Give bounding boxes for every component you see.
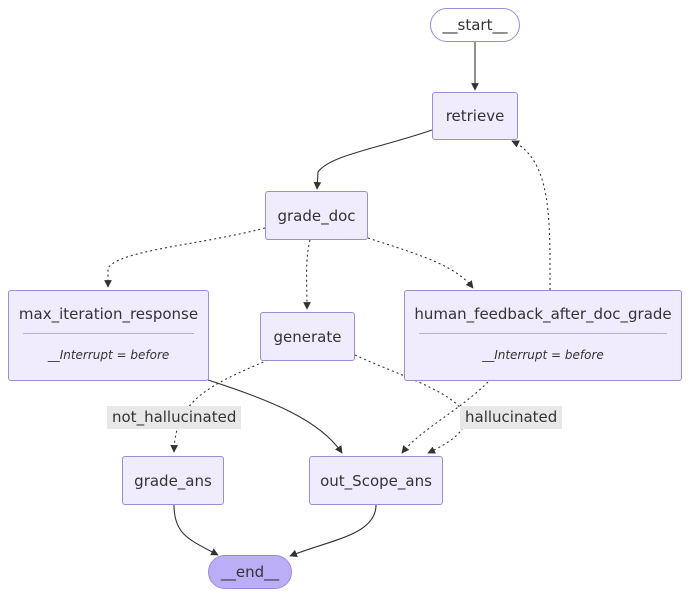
edge-grade-doc-max-iteration: [104, 227, 266, 288]
edge-human-feedback-retrieve: [511, 140, 551, 291]
edge-generate-grade-ans: [170, 359, 269, 453]
edge-label-not-hallucinated: not_hallucinated: [107, 406, 242, 429]
node-human-feedback-after-doc-grade[interactable]: human_feedback_after_doc_grade __Interru…: [404, 290, 682, 381]
node-max-iteration-response-divider: [23, 333, 194, 334]
node-retrieve-label: retrieve: [445, 107, 505, 125]
node-max-iteration-response[interactable]: max_iteration_response __Interrupt = bef…: [8, 290, 209, 381]
edge-generate-out-scope: [354, 354, 466, 454]
edge-grade-doc-generate: [303, 239, 311, 310]
node-out-scope-ans[interactable]: out_Scope_ans: [309, 456, 443, 505]
node-max-iteration-response-note: __Interrupt = before: [47, 348, 170, 362]
edge-human-feedback-out-scope: [401, 381, 489, 454]
node-max-iteration-response-label: max_iteration_response: [18, 305, 199, 323]
node-end-label: __end__: [220, 563, 280, 581]
edge-grade-doc-human-feedback: [367, 237, 474, 289]
edge-grade-ans-end: [173, 504, 219, 556]
edge-max-iteration-out-scope: [207, 379, 343, 454]
node-grade-ans[interactable]: grade_ans: [122, 456, 224, 505]
edge-retrieve-grade-doc: [313, 129, 433, 190]
node-start[interactable]: __start__: [430, 8, 520, 42]
node-start-label: __start__: [442, 16, 508, 34]
node-human-feedback-label: human_feedback_after_doc_grade: [414, 305, 672, 323]
node-grade-ans-label: grade_ans: [134, 471, 212, 490]
node-out-scope-ans-label: out_Scope_ans: [320, 471, 432, 490]
node-grade-doc[interactable]: grade_doc: [265, 191, 368, 240]
node-generate-label: generate: [273, 327, 342, 346]
node-end[interactable]: __end__: [208, 555, 292, 589]
edge-out-scope-end: [289, 504, 377, 558]
node-retrieve[interactable]: retrieve: [432, 92, 518, 140]
node-human-feedback-note: __Interrupt = before: [482, 348, 604, 362]
node-generate[interactable]: generate: [260, 312, 355, 361]
node-human-feedback-divider: [419, 333, 667, 334]
edge-label-hallucinated: hallucinated: [460, 406, 563, 429]
node-grade-doc-label: grade_doc: [277, 206, 356, 225]
